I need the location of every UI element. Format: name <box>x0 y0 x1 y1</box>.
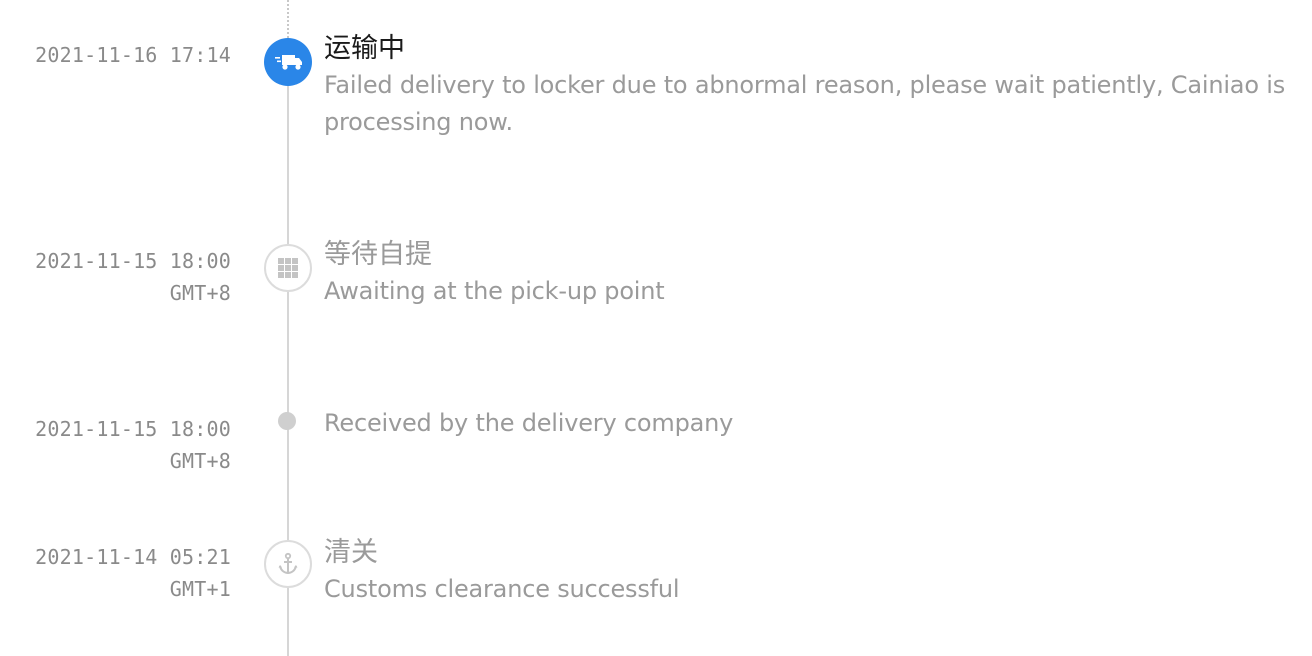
event-timezone: GMT+8 <box>169 281 231 305</box>
event-content: 运输中 Failed delivery to locker due to abn… <box>324 31 1296 141</box>
anchor-icon <box>264 540 312 588</box>
event-date: 2021-11-15 18:00 <box>35 249 231 273</box>
event-date: 2021-11-15 18:00 <box>35 417 231 441</box>
event-status: 等待自提 <box>324 239 432 270</box>
event-timezone: GMT+1 <box>169 577 231 601</box>
event-date: 2021-11-14 05:21 <box>35 545 231 569</box>
event-content: 等待自提 Awaiting at the pick-up point <box>324 237 1296 310</box>
event-content: 清关 Customs clearance successful <box>324 535 1296 608</box>
event-description: Failed delivery to locker due to abnorma… <box>324 71 1286 136</box>
timeline-connector-dotted <box>287 0 289 38</box>
truck-icon <box>264 38 312 86</box>
event-date: 2021-11-16 17:14 <box>35 43 231 67</box>
event-description: Awaiting at the pick-up point <box>324 277 665 305</box>
event-time: 2021-11-15 18:00 GMT+8 <box>0 245 231 309</box>
event-time: 2021-11-16 17:14 <box>0 39 231 71</box>
timeline-connector <box>287 78 289 656</box>
dot-icon <box>278 412 296 430</box>
event-status: 运输中 <box>324 33 405 64</box>
event-content: Received by the delivery company <box>324 405 1296 442</box>
locker-grid-icon <box>264 244 312 292</box>
event-description: Received by the delivery company <box>324 409 734 437</box>
event-time: 2021-11-15 18:00 GMT+8 <box>0 413 231 477</box>
event-time: 2021-11-14 05:21 GMT+1 <box>0 541 231 605</box>
event-status: 清关 <box>324 537 378 568</box>
event-timezone: GMT+8 <box>169 449 231 473</box>
event-description: Customs clearance successful <box>324 575 680 603</box>
